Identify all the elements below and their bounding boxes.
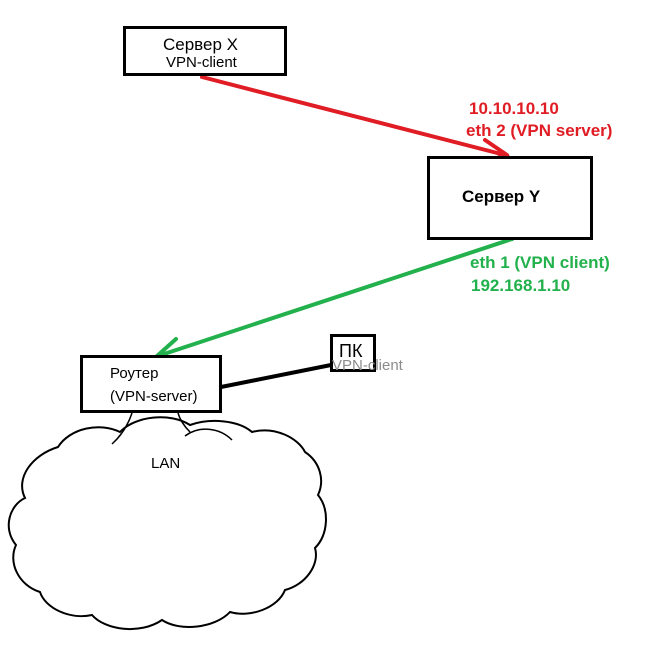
cloud-inner-arc — [184, 428, 233, 441]
router-lan-connector-right — [177, 412, 191, 433]
router-subtitle: (VPN-server) — [110, 388, 198, 405]
server-y-title: Сервер Y — [462, 187, 541, 206]
server-x-title: Сервер X — [163, 35, 238, 54]
eth2-ip-label: 10.10.10.10 — [469, 99, 559, 118]
server-x-subtitle: VPN-client — [166, 54, 237, 71]
router-title: Роутер — [110, 365, 159, 382]
pc-router-link — [219, 363, 333, 389]
eth1-interface-label: eth 1 (VPN client) — [470, 253, 610, 272]
server-y-box[interactable] — [427, 156, 593, 240]
lan-label: LAN — [151, 455, 181, 472]
eth1-ip-label: 192.168.1.10 — [471, 276, 571, 295]
pc-title: ПК — [339, 341, 363, 361]
eth2-interface-label: eth 2 (VPN server) — [466, 121, 613, 140]
router-lan-connector-left — [111, 412, 133, 445]
pc-box[interactable] — [330, 334, 376, 372]
eth1-line — [156, 237, 514, 358]
pc-subtitle: VPN-client — [332, 357, 403, 374]
eth2-line — [200, 75, 507, 157]
router-box[interactable] — [80, 355, 222, 413]
server-x-box[interactable] — [123, 26, 287, 76]
lan-cloud — [7, 416, 327, 631]
